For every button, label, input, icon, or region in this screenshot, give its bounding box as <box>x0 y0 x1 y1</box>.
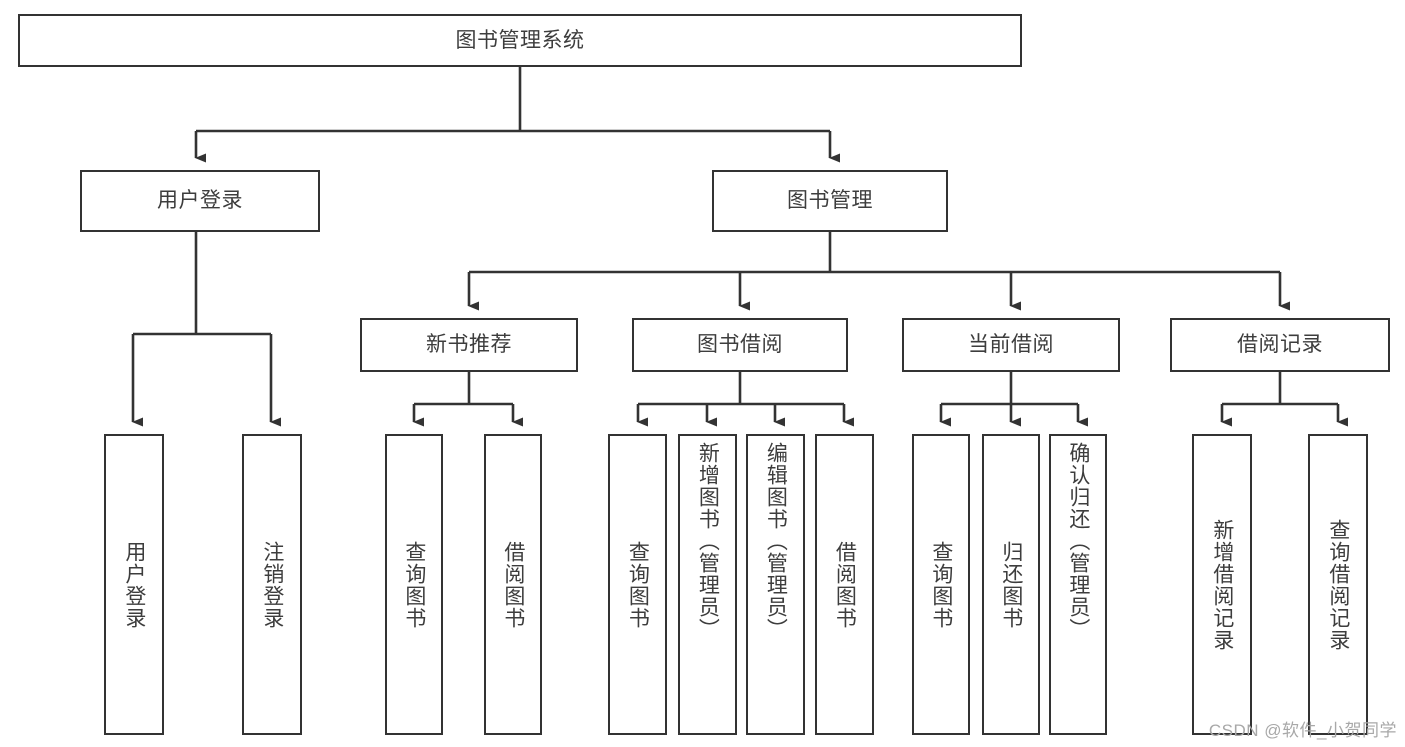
node-label: 当前借阅 <box>968 333 1054 357</box>
node-label: 归还图书 <box>999 540 1023 629</box>
node-label: 查询图书 <box>402 540 426 629</box>
leaf-borrow-query-book[interactable]: 查询图书 <box>608 434 667 735</box>
node-label: 新增借阅记录 <box>1210 518 1234 651</box>
node-book-management[interactable]: 图书管理 <box>712 170 948 232</box>
node-current-borrow[interactable]: 当前借阅 <box>902 318 1120 372</box>
node-new-book-recommend[interactable]: 新书推荐 <box>360 318 578 372</box>
node-label: 确认归还（管理员） <box>1066 442 1090 640</box>
node-label: 注销登录 <box>260 540 284 629</box>
node-label: 查询图书 <box>626 540 650 629</box>
leaf-current-query-book[interactable]: 查询图书 <box>912 434 970 735</box>
node-borrow-record[interactable]: 借阅记录 <box>1170 318 1390 372</box>
node-label: 用户登录 <box>122 540 146 629</box>
leaf-user-logout[interactable]: 注销登录 <box>242 434 302 735</box>
node-label: 用户登录 <box>157 189 243 213</box>
node-label: 新增图书（管理员） <box>696 442 720 640</box>
csdn-watermark: CSDN @软件_小贺同学 <box>1208 721 1397 740</box>
node-label: 新书推荐 <box>426 333 512 357</box>
node-label: 借阅图书 <box>501 540 525 629</box>
node-label: 借阅图书 <box>833 540 857 629</box>
leaf-borrow-add-book-admin[interactable]: 新增图书（管理员） <box>678 434 737 735</box>
node-label: 图书借阅 <box>697 333 783 357</box>
node-label: 查询借阅记录 <box>1326 518 1350 651</box>
leaf-user-login-action[interactable]: 用户登录 <box>104 434 164 735</box>
node-label: 借阅记录 <box>1237 333 1323 357</box>
node-root-system[interactable]: 图书管理系统 <box>18 14 1022 67</box>
node-label: 图书管理 <box>787 189 873 213</box>
node-book-borrow[interactable]: 图书借阅 <box>632 318 848 372</box>
leaf-borrow-edit-book-admin[interactable]: 编辑图书（管理员） <box>746 434 805 735</box>
leaf-record-add-record[interactable]: 新增借阅记录 <box>1192 434 1252 735</box>
leaf-record-query-record[interactable]: 查询借阅记录 <box>1308 434 1368 735</box>
leaf-current-confirm-return-admin[interactable]: 确认归还（管理员） <box>1049 434 1107 735</box>
leaf-borrow-borrow-book[interactable]: 借阅图书 <box>815 434 874 735</box>
node-label: 图书管理系统 <box>455 28 585 52</box>
node-label: 编辑图书（管理员） <box>764 442 788 640</box>
leaf-recommend-query-book[interactable]: 查询图书 <box>385 434 443 735</box>
node-user-login[interactable]: 用户登录 <box>80 170 320 232</box>
leaf-current-return-book[interactable]: 归还图书 <box>982 434 1040 735</box>
leaf-recommend-borrow-book[interactable]: 借阅图书 <box>484 434 542 735</box>
node-label: 查询图书 <box>929 540 953 629</box>
